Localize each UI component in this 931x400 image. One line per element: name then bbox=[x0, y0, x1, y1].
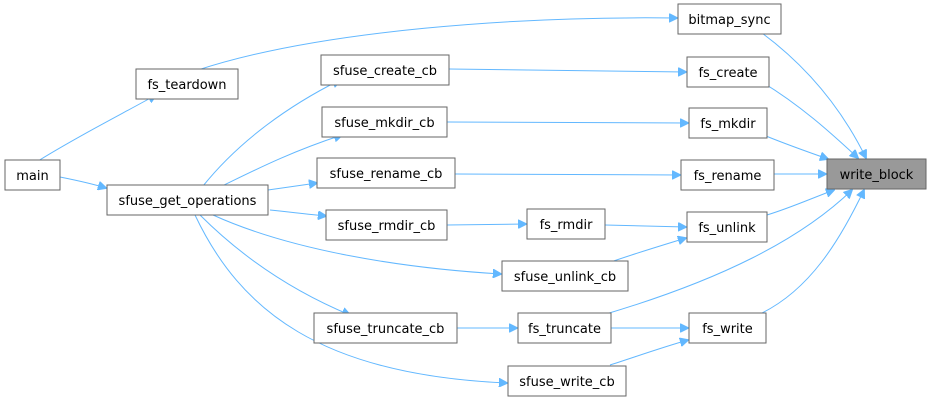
node-sfuse-get-operations[interactable]: sfuse_get_operations bbox=[106, 184, 269, 216]
edge-bitmap-sync-to-write-block bbox=[761, 32, 866, 158]
edge-sfuse-mkdir-cb-to-fs-mkdir bbox=[446, 122, 688, 123]
node-fs-truncate[interactable]: fs_truncate bbox=[517, 312, 612, 344]
node-fs-teardown[interactable]: fs_teardown bbox=[135, 68, 239, 100]
node-label-write-block: write_block bbox=[840, 168, 914, 183]
edge-sfuse-create-cb-to-fs-create bbox=[448, 69, 686, 72]
node-label-sfuse-write-cb: sfuse_write_cb bbox=[519, 375, 614, 390]
edge-fs-unlink-to-write-block bbox=[766, 190, 834, 216]
edge-fs-write-to-write-block bbox=[759, 190, 864, 315]
edge-sfuse-get-operations-to-sfuse-write-cb bbox=[194, 214, 507, 383]
node-label-sfuse-create-cb: sfuse_create_cb bbox=[333, 64, 437, 79]
node-label-sfuse-unlink-cb: sfuse_unlink_cb bbox=[514, 270, 616, 285]
node-fs-mkdir[interactable]: fs_mkdir bbox=[688, 107, 768, 139]
node-label-sfuse-rmdir-cb: sfuse_rmdir_cb bbox=[338, 219, 436, 234]
node-main[interactable]: main bbox=[4, 159, 61, 191]
edge-fs-mkdir-to-write-block bbox=[765, 135, 828, 159]
edge-sfuse-get-operations-to-sfuse-rename-cb bbox=[267, 183, 317, 191]
edge-sfuse-write-cb-to-fs-write bbox=[609, 340, 688, 366]
edge-main-to-sfuse-get-operations bbox=[59, 176, 106, 188]
node-label-fs-unlink: fs_unlink bbox=[698, 221, 756, 236]
node-write-block[interactable]: write_block bbox=[826, 158, 927, 190]
node-fs-write[interactable]: fs_write bbox=[688, 312, 767, 344]
node-label-fs-truncate: fs_truncate bbox=[528, 322, 601, 337]
node-label-fs-write: fs_write bbox=[702, 322, 753, 337]
edge-fs-rmdir-to-fs-unlink bbox=[604, 225, 686, 227]
node-sfuse-rmdir-cb[interactable]: sfuse_rmdir_cb bbox=[325, 209, 448, 241]
edge-sfuse-rmdir-cb-to-fs-rmdir bbox=[446, 224, 526, 225]
edge-main-to-fs-teardown bbox=[37, 95, 156, 162]
node-label-fs-mkdir: fs_mkdir bbox=[700, 117, 756, 132]
edge-sfuse-get-operations-to-sfuse-truncate-cb bbox=[199, 214, 350, 315]
edge-sfuse-get-operations-to-sfuse-create-cb bbox=[202, 80, 340, 187]
edges bbox=[37, 18, 866, 383]
node-fs-rmdir[interactable]: fs_rmdir bbox=[526, 208, 606, 240]
edge-sfuse-rename-cb-to-fs-rename bbox=[454, 174, 680, 175]
node-fs-unlink[interactable]: fs_unlink bbox=[686, 211, 768, 243]
edge-sfuse-unlink-cb-to-fs-unlink bbox=[604, 238, 686, 265]
node-sfuse-unlink-cb[interactable]: sfuse_unlink_cb bbox=[501, 260, 629, 292]
node-label-sfuse-rename-cb: sfuse_rename_cb bbox=[330, 167, 443, 182]
node-label-fs-teardown: fs_teardown bbox=[147, 78, 226, 93]
edge-sfuse-get-operations-to-sfuse-rmdir-cb bbox=[269, 209, 326, 216]
node-label-main: main bbox=[16, 169, 48, 184]
node-label-sfuse-mkdir-cb: sfuse_mkdir_cb bbox=[334, 116, 434, 131]
node-sfuse-mkdir-cb[interactable]: sfuse_mkdir_cb bbox=[321, 106, 448, 138]
edge-fs-teardown-to-bitmap-sync bbox=[197, 18, 677, 71]
node-fs-rename[interactable]: fs_rename bbox=[680, 159, 775, 191]
node-bitmap-sync[interactable]: bitmap_sync bbox=[677, 3, 782, 35]
node-fs-create[interactable]: fs_create bbox=[686, 56, 770, 88]
node-sfuse-truncate-cb[interactable]: sfuse_truncate_cb bbox=[313, 312, 458, 344]
node-label-sfuse-get-operations: sfuse_get_operations bbox=[119, 194, 257, 209]
node-label-bitmap-sync: bitmap_sync bbox=[688, 13, 770, 28]
edge-sfuse-get-operations-to-sfuse-unlink-cb bbox=[212, 214, 501, 274]
node-label-fs-rmdir: fs_rmdir bbox=[540, 218, 593, 233]
node-label-sfuse-truncate-cb: sfuse_truncate_cb bbox=[327, 322, 445, 337]
edge-sfuse-get-operations-to-sfuse-mkdir-cb bbox=[221, 135, 342, 187]
node-sfuse-create-cb[interactable]: sfuse_create_cb bbox=[320, 54, 450, 86]
edge-fs-truncate-to-write-block bbox=[605, 190, 852, 315]
node-sfuse-rename-cb[interactable]: sfuse_rename_cb bbox=[316, 157, 456, 189]
edge-fs-create-to-write-block bbox=[761, 81, 858, 158]
node-sfuse-write-cb[interactable]: sfuse_write_cb bbox=[507, 365, 627, 397]
node-label-fs-create: fs_create bbox=[698, 66, 757, 81]
node-label-fs-rename: fs_rename bbox=[694, 169, 762, 184]
